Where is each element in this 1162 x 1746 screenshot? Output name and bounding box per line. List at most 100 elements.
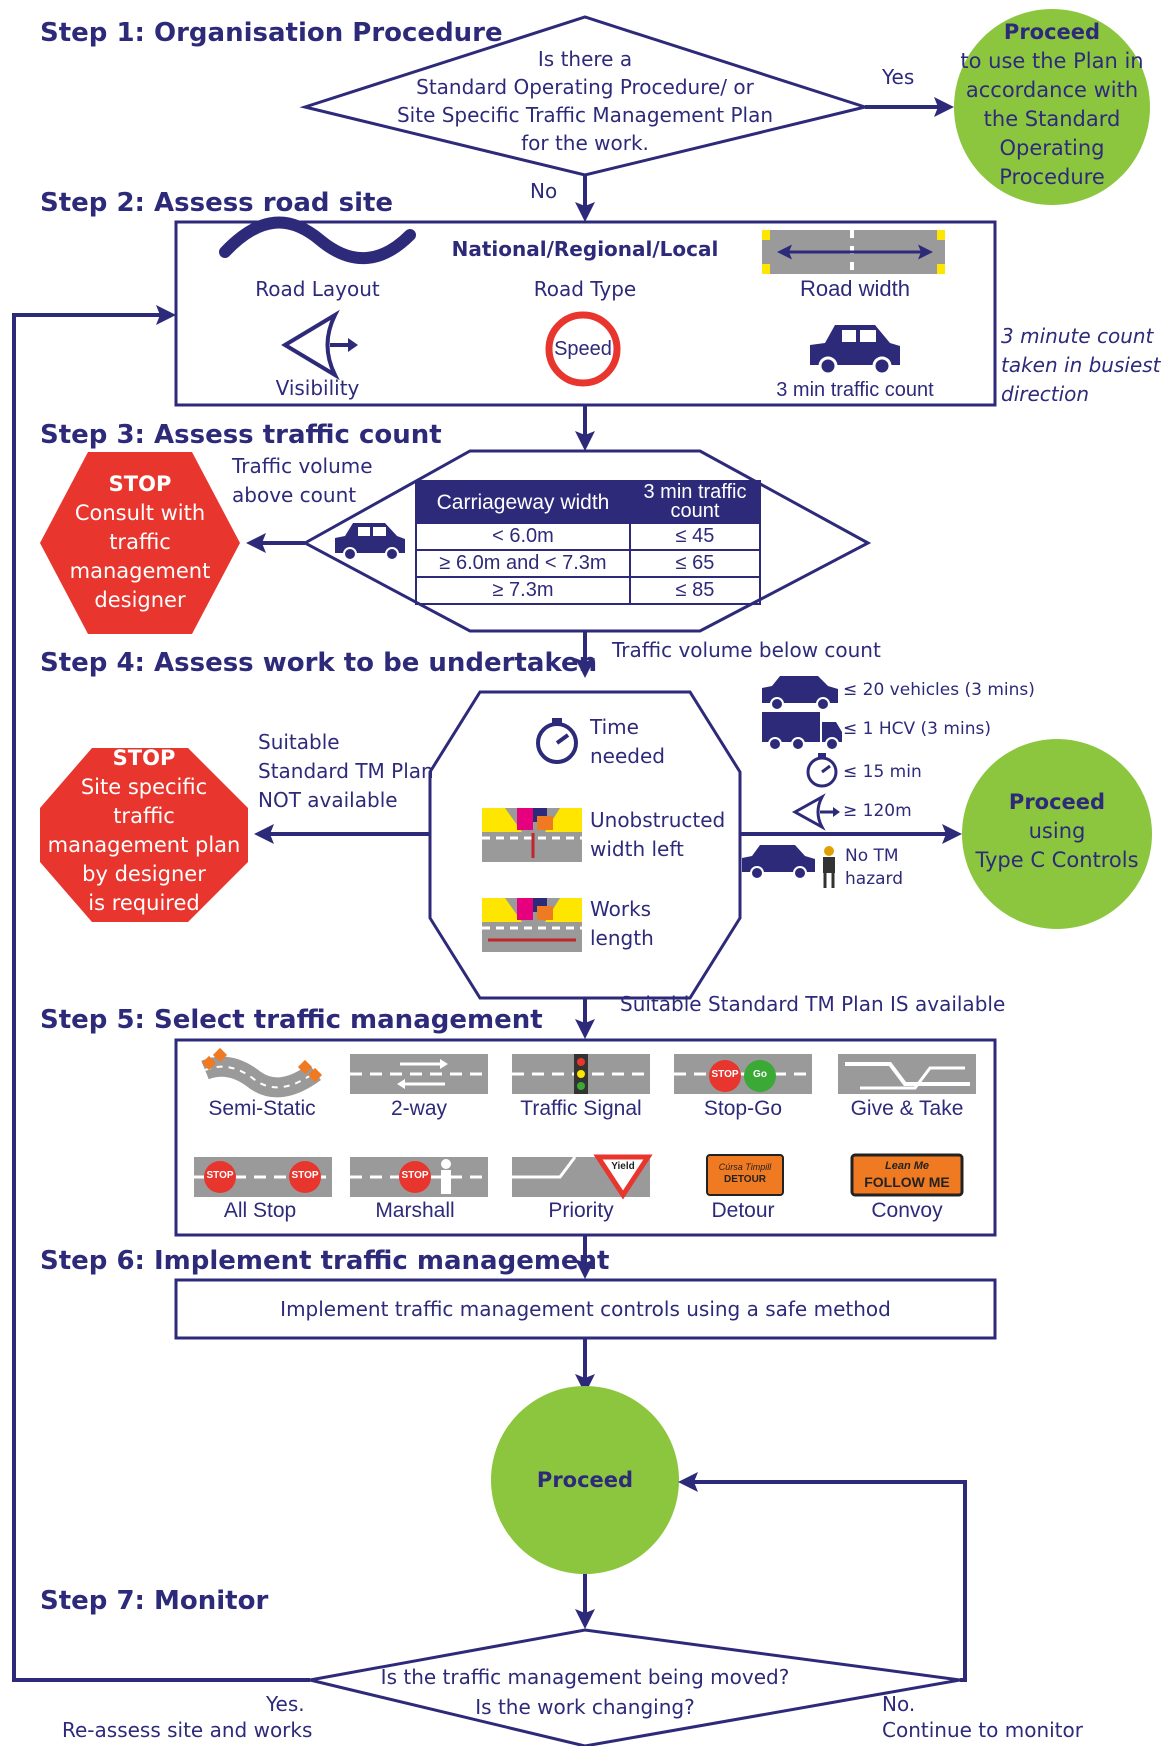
option-all-stop: All Stop (223, 1199, 297, 1222)
stopwatch-icon (536, 718, 578, 764)
traffic-signal-icon (512, 1054, 650, 1094)
road-width-icon (762, 230, 945, 274)
traffic-count-note: 3 minute count taken in busiest directio… (1001, 324, 1161, 406)
reassess-yes-label: Yes. (266, 1692, 305, 1716)
option-stop-go: Stop-Go (703, 1097, 783, 1120)
criteria-time: ≤ 15 min (843, 762, 922, 782)
option-two-way: 2-way (390, 1097, 448, 1120)
go-sign-text: Go (753, 1069, 767, 1080)
proceed-circle-2 (962, 739, 1152, 929)
step5-heading: Step 5: Select traffic management (40, 1005, 543, 1035)
proceed-circle-3-text: Proceed (536, 1468, 634, 1492)
two-way-icon (350, 1054, 488, 1094)
car-worker-icon (742, 845, 835, 888)
semi-static-icon (201, 1047, 323, 1098)
detour-sign-bottom-text: DETOUR (723, 1174, 767, 1185)
speed-sign-icon (545, 311, 621, 387)
traffic-count-label: 3 min traffic count (776, 379, 934, 401)
stop-hexagon-1 (40, 452, 240, 634)
proceed-circle-1-text: Proceed to use the Plan in accordance wi… (960, 20, 1144, 189)
visibility-eye-icon (281, 309, 358, 381)
yield-sign-text: Yield (611, 1161, 635, 1172)
convoy-sign-top-text: Lean Me (884, 1160, 929, 1172)
not-available-label: Suitable Standard TM Plan NOT available (258, 730, 434, 812)
detour-sign-top-text: Cúrsa Timpill (718, 1162, 772, 1172)
convoy-sign-bottom-text: FOLLOW ME (864, 1174, 950, 1190)
speed-sign-label: Speed (554, 338, 612, 360)
priority-icon (512, 1154, 653, 1200)
proceed-circle-2-text: Proceed using Type C Controls (975, 790, 1139, 872)
traffic-count-table: Carriageway width 3 min traffic count < … (415, 480, 761, 605)
stop-sign-text: STOP (711, 1069, 739, 1080)
table-header-count: 3 min traffic count (629, 480, 761, 524)
road-layout-icon (219, 216, 416, 265)
works-length-label: Works length (590, 897, 654, 950)
step1-question: Is there a Standard Operating Procedure/… (396, 47, 774, 155)
road-type-label: Road Type (533, 277, 637, 301)
stop-octagon-2 (40, 748, 248, 922)
step4-heading: Step 4: Assess work to be undertaken (40, 648, 598, 678)
visibility-label: Visibility (275, 376, 360, 400)
proceed-circle-1 (954, 9, 1150, 205)
convoy-sign-icon (850, 1153, 964, 1197)
above-count-label: Traffic volume above count (232, 454, 373, 507)
works-length-icon (482, 898, 582, 952)
give-take-icon (838, 1054, 976, 1094)
stop-1-text: STOP Consult with traffic management des… (69, 472, 211, 612)
visibility-small-icon (791, 793, 840, 831)
step6-heading: Step 6: Implement traffic management (40, 1246, 610, 1276)
stop-2-text: STOP Site specific traffic management pl… (47, 746, 241, 915)
reassess-text: Re-assess site and works (62, 1718, 313, 1742)
criteria-hcv: ≤ 1 HCV (3 mins) (843, 719, 991, 739)
reassess-loop-line (12, 305, 310, 1682)
stop-sign-text: STOP (291, 1170, 319, 1181)
option-semi-static: Semi-Static (208, 1097, 316, 1120)
all-stop-icon (194, 1157, 332, 1197)
proceed-circle-3 (491, 1386, 679, 1574)
road-width-label: Road width (799, 276, 911, 301)
table-cell: ≤ 85 (629, 576, 761, 605)
step7-heading: Step 7: Monitor (40, 1586, 269, 1616)
option-priority: Priority (548, 1199, 614, 1222)
detour-sign-icon (706, 1154, 784, 1196)
monitor-no-label: No. (882, 1692, 916, 1716)
stop-sign-text: STOP (401, 1170, 429, 1181)
table-cell: ≥ 7.3m (415, 576, 631, 605)
time-needed-label: Time needed (590, 715, 665, 768)
table-header-width: Carriageway width (415, 480, 631, 524)
car-icon-step3 (335, 523, 405, 561)
step7-question: Is the traffic management being moved? I… (380, 1665, 790, 1719)
option-give-take: Give & Take (850, 1097, 964, 1120)
stop-go-icon (674, 1054, 812, 1094)
car-icon (810, 325, 900, 376)
continue-monitor-text: Continue to monitor (882, 1718, 1083, 1742)
criteria-no-hazard: No TM hazard (845, 846, 904, 889)
unobstructed-width-label: Unobstructed width left (590, 808, 726, 861)
step6-box (174, 1278, 997, 1340)
road-type-heading: National/Regional/Local (451, 237, 719, 261)
table-cell: ≤ 45 (629, 522, 761, 551)
road-layout-label: Road Layout (255, 277, 380, 301)
step2-heading: Step 2: Assess road site (40, 188, 394, 218)
table-cell: ≥ 6.0m and < 7.3m (415, 549, 631, 578)
stop-sign-text: STOP (206, 1170, 234, 1181)
criteria-distance: ≥ 120m (843, 801, 912, 821)
option-traffic-signal: Traffic Signal (520, 1097, 642, 1120)
unobstructed-width-icon (482, 808, 582, 862)
step6-text: Implement traffic management controls us… (280, 1297, 891, 1321)
table-cell: ≤ 65 (629, 549, 761, 578)
step3-heading: Step 3: Assess traffic count (40, 420, 442, 450)
table-row: ≥ 6.0m and < 7.3m ≤ 65 (415, 549, 761, 578)
stopwatch-small-icon (806, 753, 838, 788)
below-count-label: Traffic volume below count (612, 638, 881, 662)
table-cell: < 6.0m (415, 522, 631, 551)
criteria-vehicles: ≤ 20 vehicles (3 mins) (843, 680, 1035, 700)
continue-loop-line (678, 1472, 967, 1682)
table-row: ≥ 7.3m ≤ 85 (415, 576, 761, 605)
marshall-icon (350, 1157, 488, 1197)
option-convoy: Convoy (871, 1199, 943, 1222)
available-label: Suitable Standard TM Plan IS available (620, 992, 1006, 1016)
option-detour: Detour (711, 1199, 775, 1222)
table-row: < 6.0m ≤ 45 (415, 522, 761, 551)
vehicle-icon (762, 676, 838, 711)
